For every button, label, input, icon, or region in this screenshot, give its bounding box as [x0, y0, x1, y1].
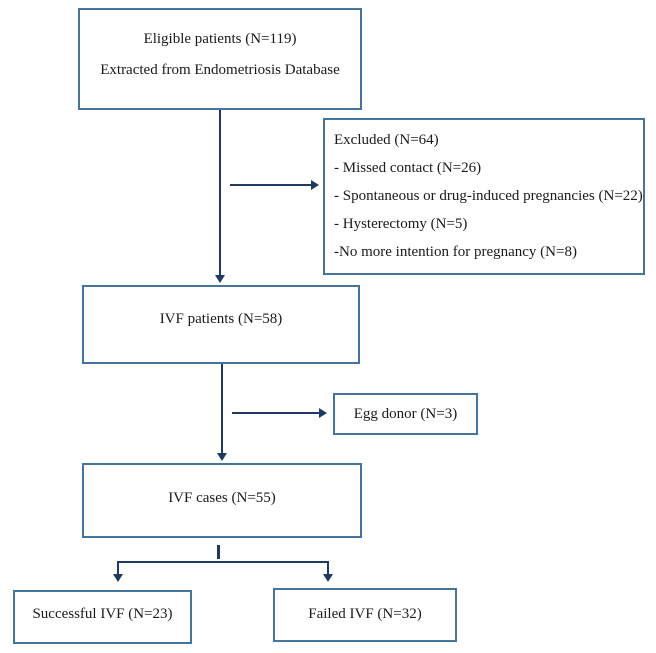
connector-to-excluded	[230, 184, 312, 186]
ivf-patients-label: IVF patients (N=58)	[159, 311, 283, 327]
excluded-item-hysterectomy: - Hysterectomy (N=5)	[334, 216, 468, 232]
ivf-cases-label: IVF cases (N=55)	[168, 490, 276, 506]
arrowhead-down-icon	[323, 574, 333, 582]
eligible-patients-box: Eligible patients (N=119) Extracted from…	[78, 8, 362, 110]
eligible-patients-count: Eligible patients (N=119)	[143, 31, 297, 47]
egg-donor-label: Egg donor (N=3)	[353, 406, 458, 422]
eligible-patients-source: Extracted from Endometriosis Database	[100, 62, 340, 78]
connector-eligible-to-ivf-patients	[219, 110, 221, 276]
successful-ivf-box: Successful IVF (N=23)	[13, 590, 192, 644]
connector-split-horizontal	[117, 561, 329, 563]
arrowhead-down-icon	[113, 574, 123, 582]
connector-split-right	[327, 561, 329, 575]
failed-ivf-label: Failed IVF (N=32)	[308, 606, 422, 622]
ivf-patients-box: IVF patients (N=58)	[82, 285, 360, 364]
connector-ivf-patients-to-ivf-cases	[221, 364, 223, 454]
arrowhead-down-icon	[215, 275, 225, 283]
ivf-cases-box: IVF cases (N=55)	[82, 463, 362, 538]
excluded-box: Excluded (N=64) - Missed contact (N=26) …	[323, 118, 645, 275]
connector-split-left	[117, 561, 119, 575]
arrowhead-right-icon	[311, 180, 319, 190]
arrowhead-right-icon	[319, 408, 327, 418]
egg-donor-box: Egg donor (N=3)	[333, 393, 478, 435]
arrowhead-down-icon	[217, 453, 227, 461]
excluded-item-no-intention: -No more intention for pregnancy (N=8)	[334, 244, 577, 260]
failed-ivf-box: Failed IVF (N=32)	[273, 588, 457, 642]
excluded-item-pregnancies: - Spontaneous or drug-induced pregnancie…	[334, 188, 643, 204]
excluded-item-missed-contact: - Missed contact (N=26)	[334, 160, 482, 176]
connector-to-egg-donor	[232, 412, 320, 414]
connector-split-stem	[217, 545, 220, 559]
successful-ivf-label: Successful IVF (N=23)	[32, 606, 173, 622]
excluded-title: Excluded (N=64)	[334, 132, 439, 148]
